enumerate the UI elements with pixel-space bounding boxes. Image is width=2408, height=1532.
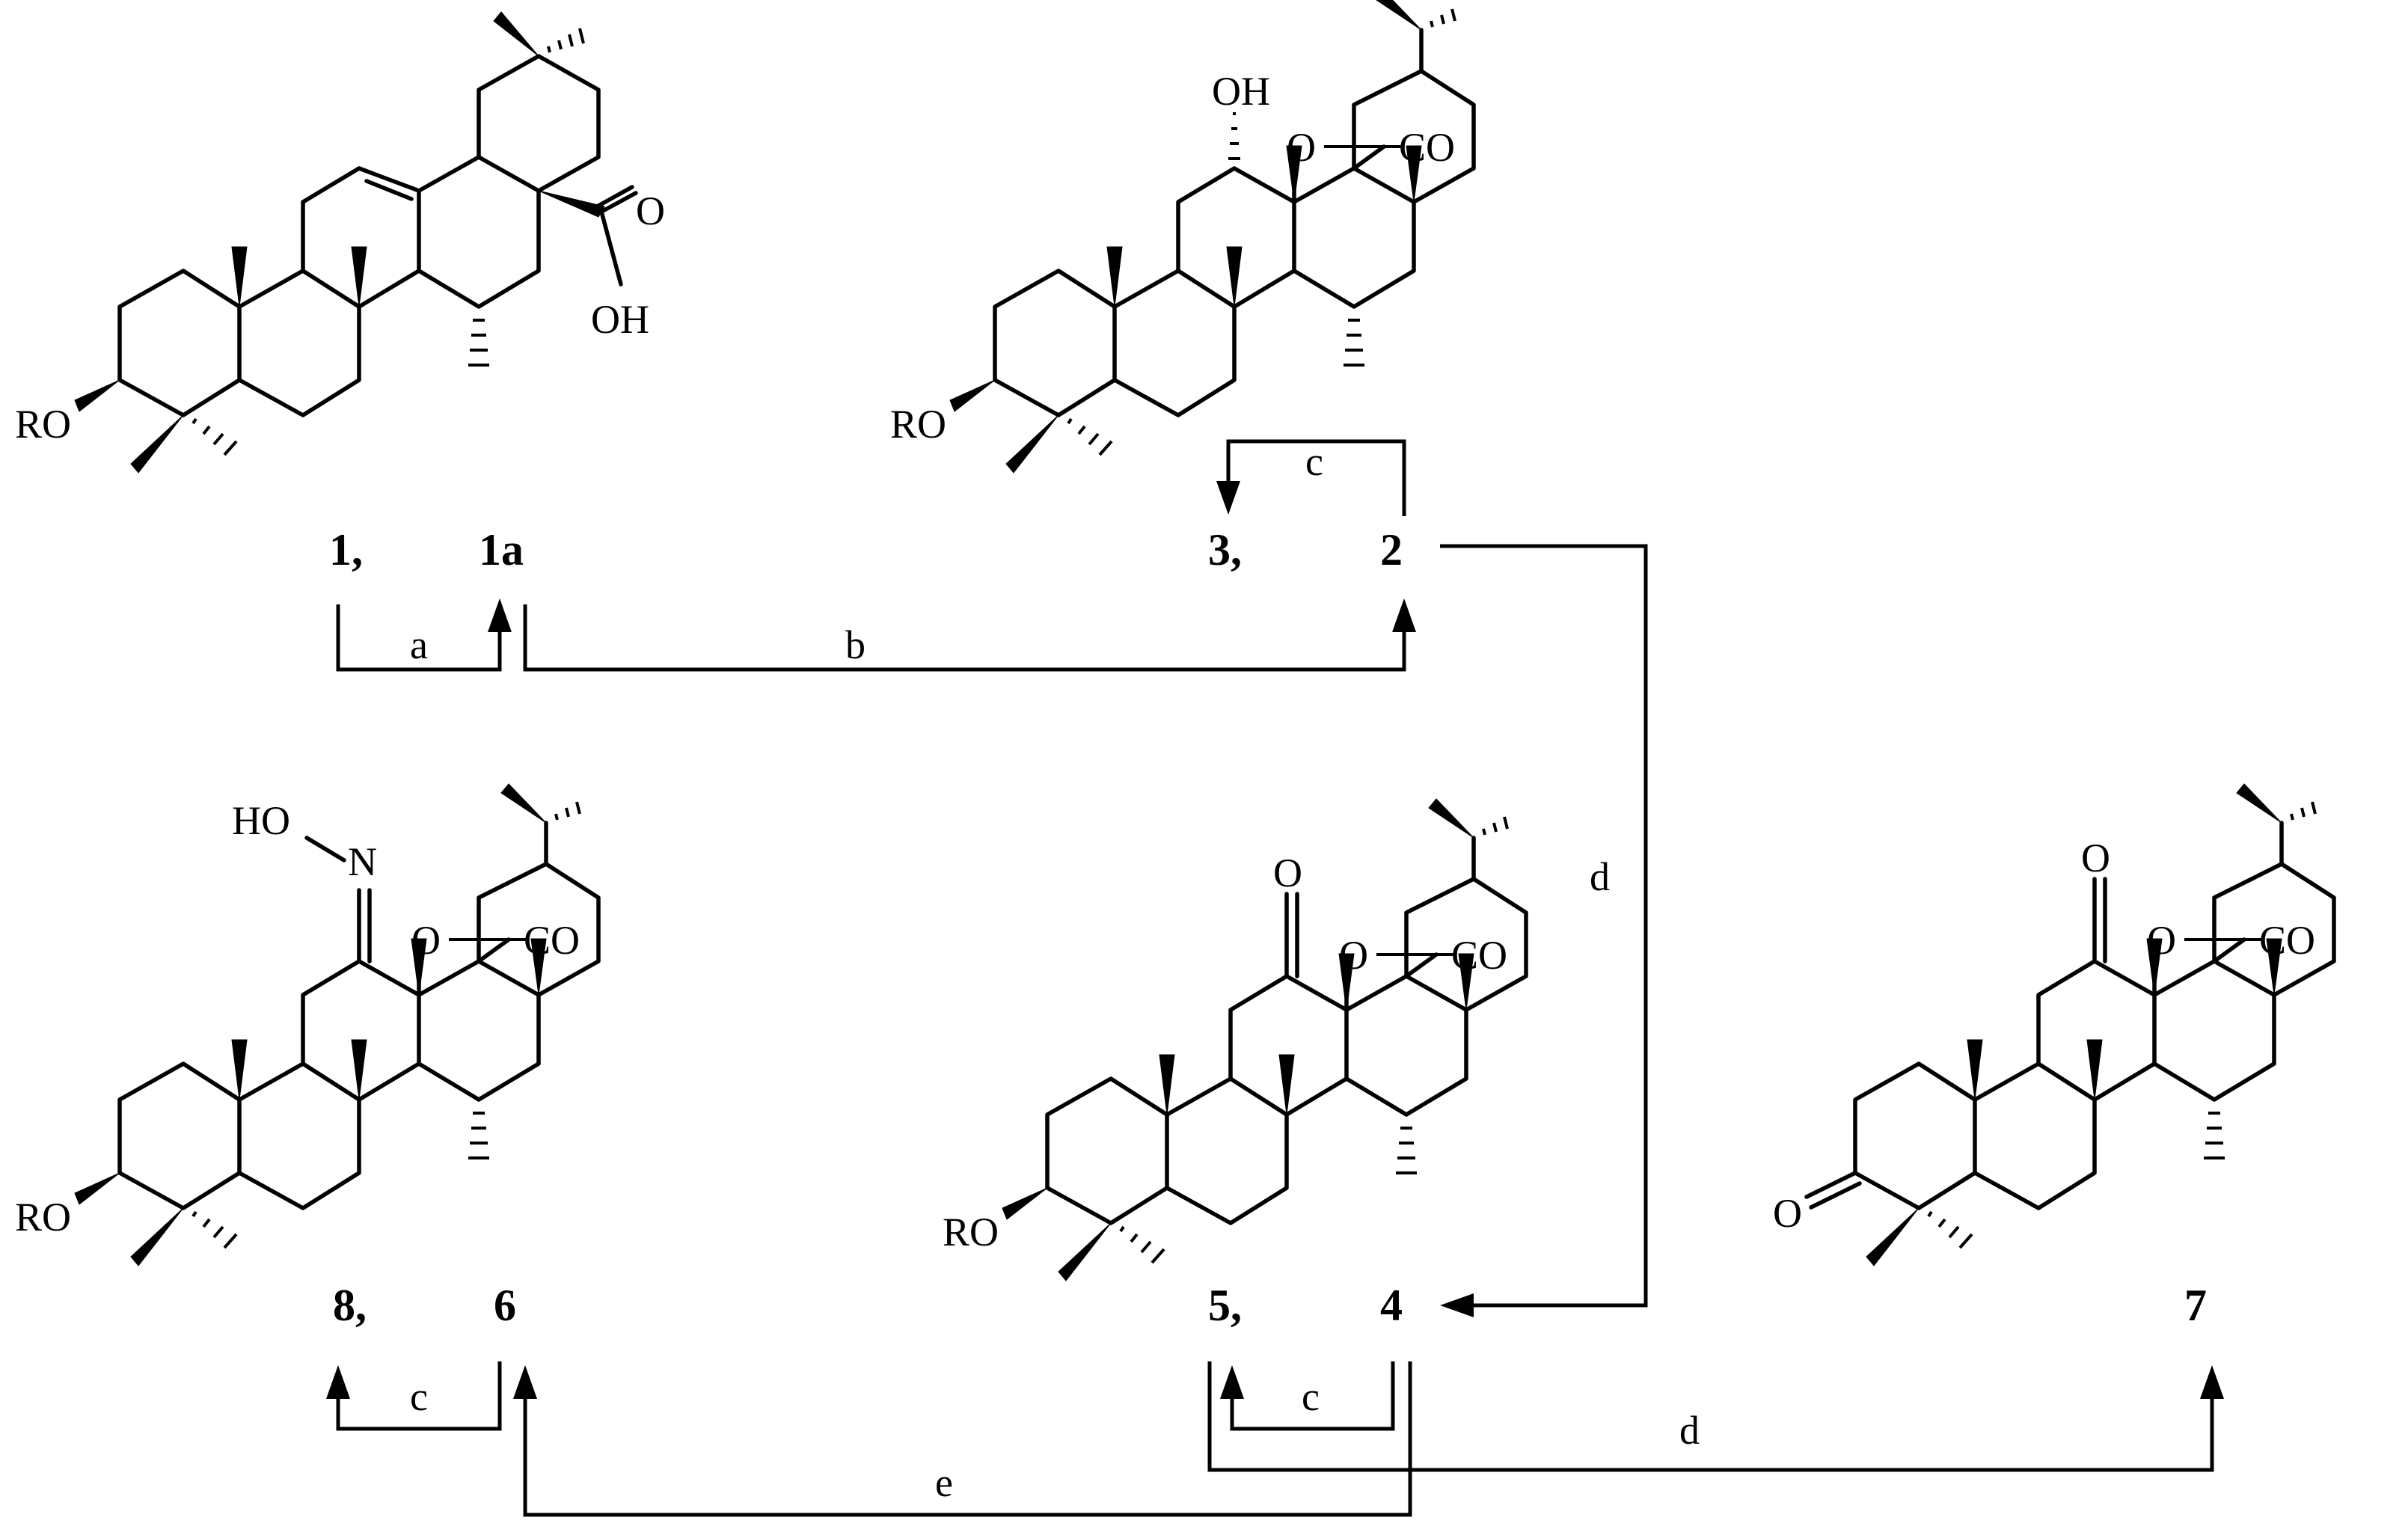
compound-label-7: 7 [2184, 1281, 2207, 1330]
atom-ro: RO [943, 1210, 999, 1254]
compound-label-3: 3, [1208, 525, 1242, 574]
structure-1: O OH RO [15, 11, 665, 474]
reagent-label-b: b [845, 622, 866, 667]
compound-label-4: 4 [1380, 1281, 1403, 1330]
atom-n: N [348, 839, 377, 884]
reagent-label-c-top: c [1305, 439, 1323, 484]
arrow-a: a [336, 598, 512, 672]
compound-label-2: 2 [1380, 525, 1403, 574]
structure-6: O CO N HO RO [15, 783, 601, 1266]
reagent-label-d-bottom: d [1679, 1408, 1700, 1453]
arrow-c-top: c [1216, 439, 1406, 516]
reagent-label-c-bottom-mid: c [1302, 1374, 1320, 1419]
atom-oh: OH [591, 297, 649, 342]
structure-2: O CO OH RO [890, 0, 1476, 474]
atom-o-c3: O [1773, 1191, 1802, 1236]
arrow-c-bottom-mid: c [1220, 1361, 1395, 1431]
atom-o-ketone: O [2081, 836, 2110, 880]
arrow-b: b [523, 598, 1416, 672]
atom-ro: RO [15, 1195, 71, 1240]
compound-label-1: 1, [329, 525, 363, 574]
compound-label-1a: 1a [479, 525, 524, 574]
structure-7: O CO O O [1773, 783, 2336, 1266]
reagent-label-a: a [410, 622, 428, 667]
atom-ho: HO [232, 798, 290, 843]
atom-oh-c12: OH [1212, 69, 1270, 114]
atom-ro: RO [890, 402, 946, 447]
reagent-label-e: e [935, 1460, 953, 1505]
arrow-d-bottom: d [1207, 1361, 2224, 1472]
arrow-c-bottom-left: c [326, 1361, 502, 1431]
compound-label-8: 8, [333, 1281, 367, 1330]
arrow-d-right: d [1440, 544, 1648, 1317]
atom-o-carbonyl: O [636, 189, 665, 233]
compound-label-6: 6 [494, 1281, 516, 1330]
reagent-label-c-bottom-left: c [410, 1374, 428, 1419]
reagent-label-d-right: d [1590, 854, 1610, 899]
arrow-e: e [513, 1361, 1412, 1517]
atom-ro: RO [15, 402, 71, 447]
atom-o-ketone: O [1273, 851, 1302, 895]
compound-label-5: 5, [1208, 1281, 1242, 1330]
structure-4: O CO O RO [943, 798, 1528, 1281]
